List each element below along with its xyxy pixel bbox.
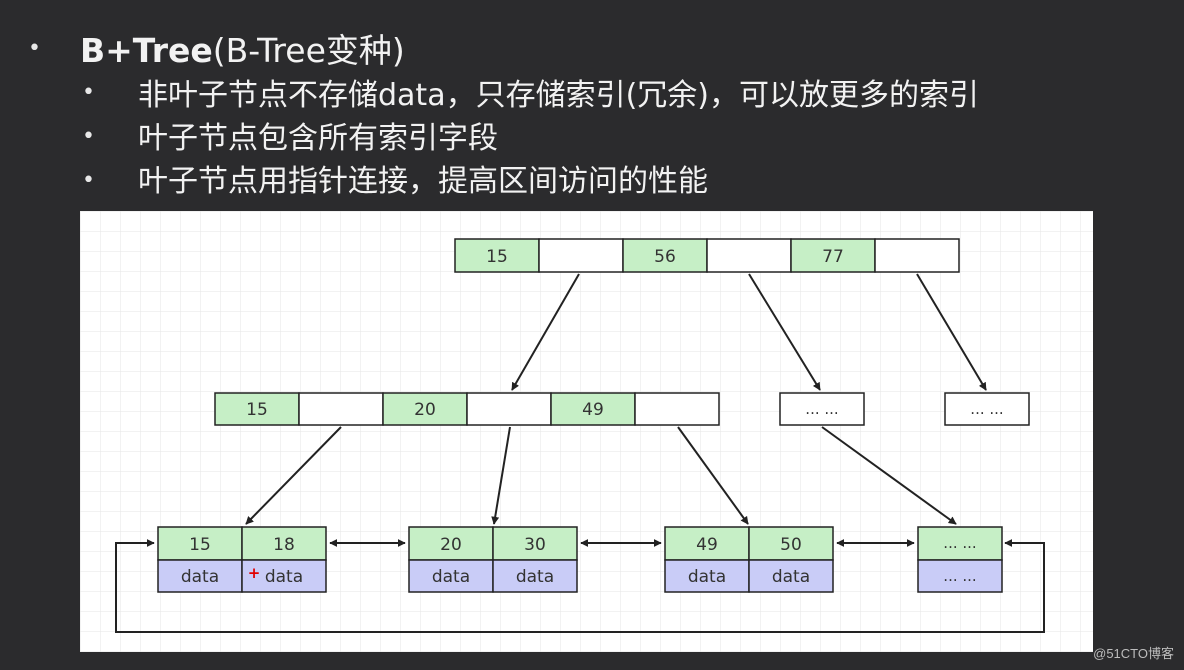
bullet-dot: • (28, 36, 41, 61)
edge-arrow (821, 426, 957, 525)
internal-pointer-cell (634, 392, 720, 426)
bullet-2: 叶子节点包含所有索引字段 (138, 121, 498, 156)
leaf-node-placeholder: ... ... ... ... (917, 526, 1003, 593)
placeholder-cell (944, 392, 1030, 426)
leaf-key-label: 15 (189, 535, 211, 555)
heading-rest: (B-Tree变种) (212, 31, 405, 70)
leaf-data-cell (492, 559, 578, 593)
leaf-node: 49 50 data data (664, 526, 834, 593)
root-key-label: 77 (822, 247, 844, 267)
leaf-data-cell (157, 559, 243, 593)
leaf-data-label: data (516, 567, 554, 587)
root-pointer-cell (706, 238, 792, 273)
edge-arrow (511, 273, 580, 391)
leaf-key-label: 30 (524, 535, 546, 555)
internal-key-label: 49 (582, 400, 604, 420)
cursor-marker: + (248, 564, 261, 582)
root-key-cell (454, 238, 540, 273)
leaf-data-cell (917, 559, 1003, 593)
bullet-1: 非叶子节点不存储data，只存储索引(冗余)，可以放更多的索引 (138, 78, 979, 113)
leaf-data-cell (748, 559, 834, 593)
leaf-loop-arrow (115, 539, 1045, 633)
leaf-key-label: 18 (273, 535, 295, 555)
placeholder-label: ... ... (805, 400, 838, 418)
leaf-data-label: data (688, 567, 726, 587)
tree-edges (245, 273, 987, 525)
leaf-key-label: 20 (440, 535, 462, 555)
edge-arrow (245, 426, 342, 525)
root-pointer-cell (874, 238, 960, 273)
bullet-dot: • (82, 80, 95, 105)
bplus-tree-diagram: 15 56 77 15 20 49 ... ... ... ... 15 18 … (80, 211, 1093, 652)
placeholder-node: ... ... (779, 392, 865, 426)
placeholder-label: ... ... (970, 400, 1003, 418)
bullet-3: 叶子节点用指针连接，提高区间访问的性能 (138, 164, 708, 199)
internal-pointer-cell (466, 392, 552, 426)
internal-key-cell (214, 392, 300, 426)
leaf-data-label: data (181, 567, 219, 587)
leaf-data-label: data (265, 567, 303, 587)
bullet-dot: • (82, 168, 95, 193)
heading-line: B+Tree(B-Tree变种) (80, 24, 405, 72)
leaf-key-label: 50 (780, 535, 802, 555)
placeholder-node: ... ... (944, 392, 1030, 426)
edge-arrow (677, 426, 749, 525)
leaf-node: 20 30 data data (408, 526, 578, 593)
internal-key-label: 20 (414, 400, 436, 420)
root-key-label: 56 (654, 247, 676, 267)
bullet-list: • B+Tree(B-Tree变种) • 非叶子节点不存储data，只存储索引(… (0, 0, 1184, 205)
internal-key-cell (550, 392, 636, 426)
leaf-data-cell (241, 559, 327, 593)
internal-pointer-cell (298, 392, 384, 426)
edge-arrow (916, 273, 987, 391)
leaf-key-label: ... ... (943, 534, 976, 552)
bullet-dot: • (82, 124, 95, 149)
leaf-node: 15 18 data data + (157, 526, 327, 593)
leaf-data-label: data (432, 567, 470, 587)
edge-arrow (491, 426, 511, 525)
watermark: @51CTO博客 (1093, 646, 1174, 661)
leaf-key-label: 49 (696, 535, 718, 555)
leaf-links (115, 539, 1045, 633)
internal-key-label: 15 (246, 400, 268, 420)
leaf-data-label: ... ... (943, 567, 976, 585)
leaf-data-label: data (772, 567, 810, 587)
edge-arrow (748, 273, 821, 391)
internal-node: 15 20 49 (214, 392, 720, 426)
root-node: 15 56 77 (454, 238, 960, 273)
root-pointer-cell (538, 238, 624, 273)
root-key-label: 15 (486, 247, 508, 267)
internal-key-cell (382, 392, 468, 426)
placeholder-cell (779, 392, 865, 426)
heading-bold: B+Tree (80, 31, 213, 70)
